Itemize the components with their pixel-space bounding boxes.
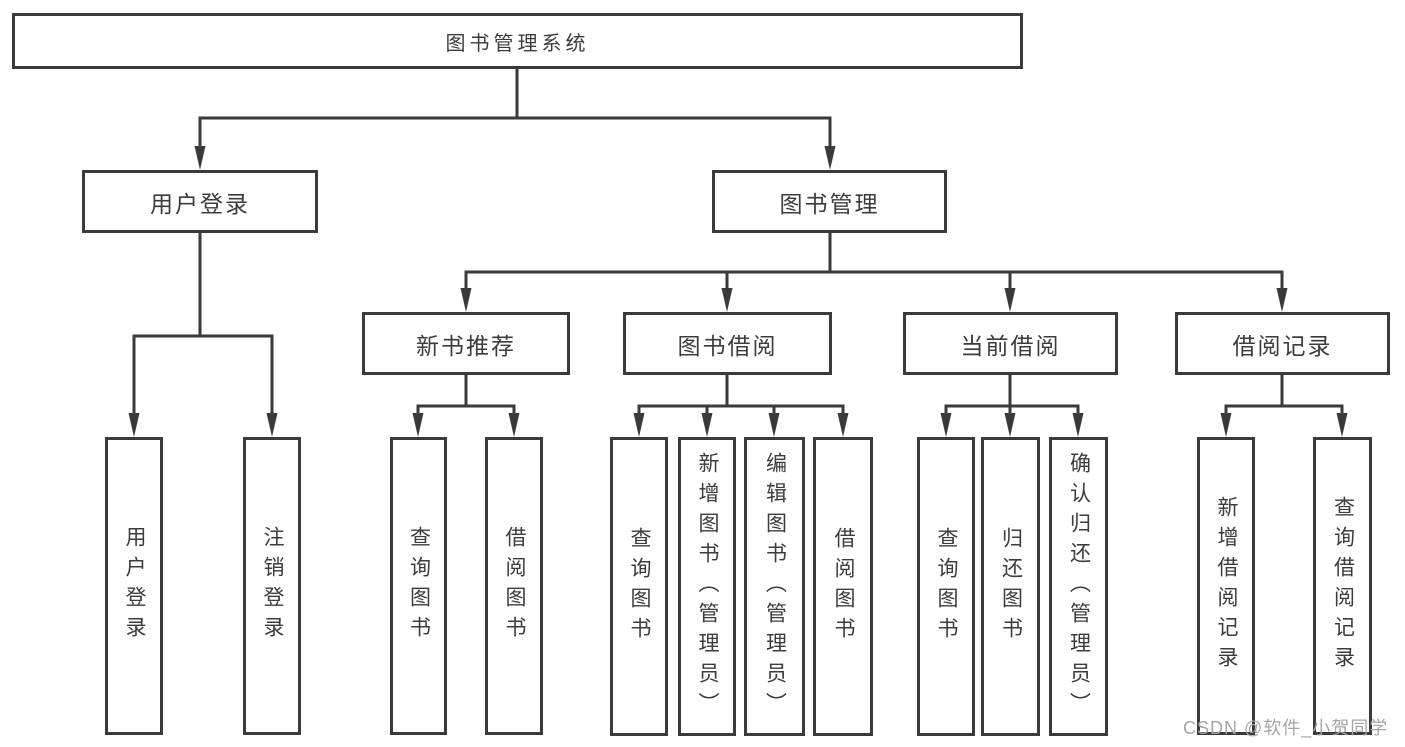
arrowhead-down-icon	[460, 288, 472, 312]
leaf-confirm-return-admin-label: 确认归还（管理员）	[1067, 451, 1091, 722]
leaf-add-borrow-record-label: 新增借阅记录	[1215, 496, 1238, 676]
arrowhead-down-icon	[1220, 413, 1232, 437]
node-user-login: 用户登录	[82, 170, 318, 233]
node-new-book-recommendation-label: 新书推荐	[416, 332, 516, 359]
leaf-query-books-borrowing-label: 查询图书	[628, 526, 651, 647]
leaf-edit-books-admin: 编辑图书（管理员）	[744, 437, 805, 736]
leaf-add-books-admin: 新增图书（管理员）	[678, 437, 736, 736]
leaf-edit-books-admin-label: 编辑图书（管理员）	[763, 451, 787, 722]
node-current-borrowing: 当前借阅	[903, 312, 1118, 375]
leaf-logout-label: 注销登录	[261, 526, 284, 646]
node-book-management: 图书管理	[712, 170, 947, 233]
arrowhead-down-icon	[768, 413, 780, 437]
arrowhead-down-icon	[940, 413, 952, 437]
arrowhead-down-icon	[412, 413, 424, 437]
arrowhead-down-icon	[1276, 288, 1288, 312]
arrowhead-down-icon	[128, 413, 140, 437]
arrowhead-down-icon	[1004, 413, 1016, 437]
node-book-management-label: 图书管理	[779, 190, 880, 217]
leaf-add-borrow-record: 新增借阅记录	[1197, 437, 1255, 735]
csdn-watermark: CSDN @软件_小贺同学	[1183, 718, 1389, 738]
node-book-borrowing: 图书借阅	[623, 312, 832, 375]
arrowhead-down-icon	[194, 146, 206, 170]
leaf-query-books-current: 查询图书	[917, 437, 975, 736]
arrowhead-down-icon	[1336, 413, 1348, 437]
leaf-query-borrow-record: 查询借阅记录	[1313, 437, 1372, 735]
leaf-user-login: 用户登录	[105, 437, 163, 735]
leaf-query-borrow-record-label: 查询借阅记录	[1331, 496, 1355, 676]
node-borrow-records-label: 借阅记录	[1232, 332, 1333, 359]
node-borrow-records: 借阅记录	[1175, 312, 1390, 375]
leaf-query-books-recommend-label: 查询图书	[407, 526, 431, 646]
leaf-confirm-return-admin: 确认归还（管理员）	[1049, 437, 1108, 736]
node-user-login-label: 用户登录	[150, 190, 250, 217]
arrowhead-down-icon	[837, 413, 849, 437]
node-book-borrowing-label: 图书借阅	[677, 332, 778, 359]
leaf-borrow-books: 借阅图书	[813, 437, 873, 736]
leaf-query-books-recommend: 查询图书	[390, 437, 447, 735]
node-library-management-system: 图书管理系统	[12, 13, 1023, 69]
leaf-borrow-books-recommend: 借阅图书	[485, 437, 543, 735]
leaf-borrow-books-label: 借阅图书	[832, 526, 855, 647]
arrowhead-down-icon	[1072, 413, 1084, 437]
leaf-return-books: 归还图书	[981, 437, 1040, 736]
arrowhead-down-icon	[266, 413, 278, 437]
leaf-add-books-admin-label: 新增图书（管理员）	[696, 451, 719, 722]
leaf-logout: 注销登录	[243, 437, 301, 735]
leaf-query-books-current-label: 查询图书	[935, 526, 958, 647]
node-new-book-recommendation: 新书推荐	[362, 312, 570, 375]
leaf-query-books-borrowing: 查询图书	[610, 437, 668, 736]
leaf-borrow-books-recommend-label: 借阅图书	[503, 526, 526, 646]
arrowhead-down-icon	[701, 413, 713, 437]
leaf-return-books-label: 归还图书	[999, 526, 1023, 647]
node-current-borrowing-label: 当前借阅	[960, 332, 1061, 359]
arrowhead-down-icon	[508, 413, 520, 437]
arrowhead-down-icon	[1004, 288, 1016, 312]
node-library-management-system-label: 图书管理系统	[445, 32, 590, 55]
arrowhead-down-icon	[633, 413, 645, 437]
leaf-user-login-label: 用户登录	[123, 526, 146, 646]
arrowhead-down-icon	[824, 146, 836, 170]
arrowhead-down-icon	[721, 288, 733, 312]
